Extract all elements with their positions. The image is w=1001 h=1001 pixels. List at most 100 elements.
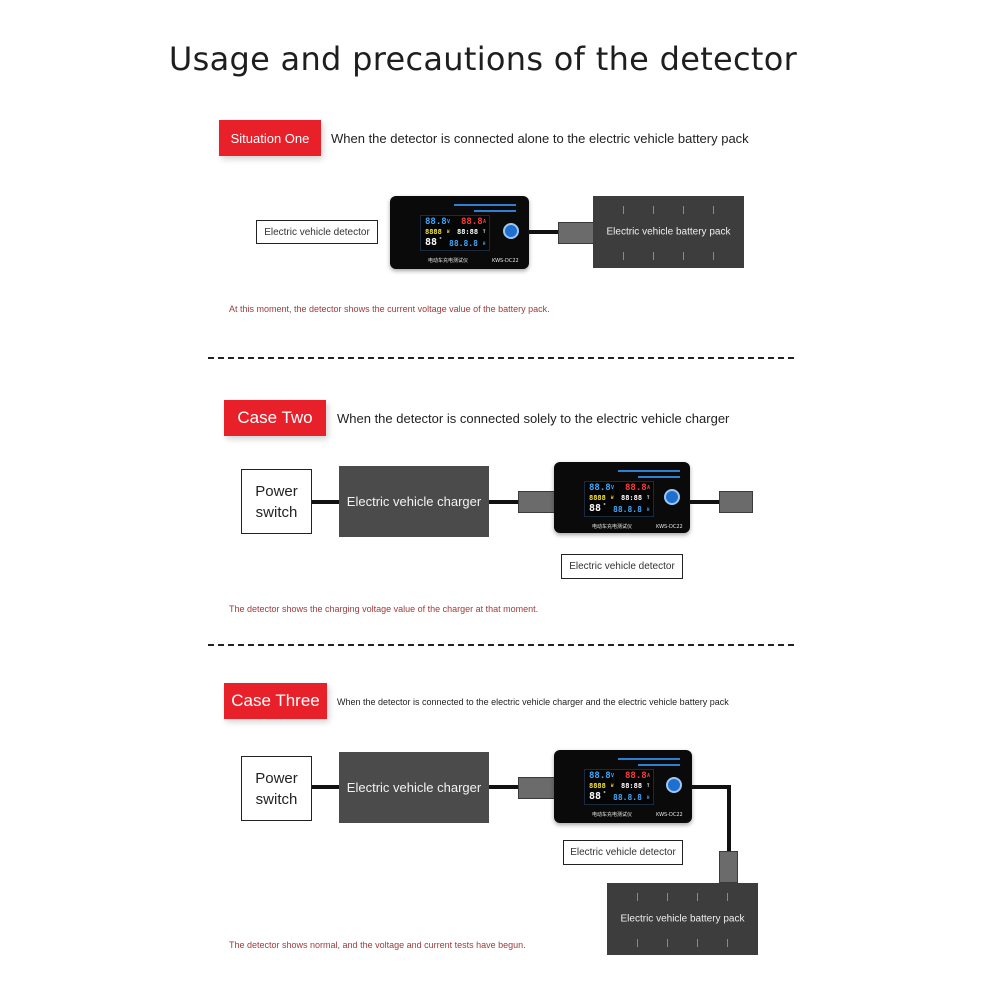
power-switch-line1: Power bbox=[255, 482, 298, 500]
battery-plug bbox=[719, 851, 738, 883]
cable bbox=[689, 500, 721, 504]
temperature-reading: 88 bbox=[425, 237, 438, 248]
charger: Electric vehicle charger bbox=[339, 466, 489, 537]
section-divider bbox=[208, 644, 794, 646]
power-reading: 8888 bbox=[589, 782, 606, 790]
detector-accent-line bbox=[454, 204, 516, 206]
detector-label: Electric vehicle detector bbox=[563, 840, 683, 865]
cell-marker bbox=[667, 893, 668, 901]
case-three-note: The detector shows normal, and the volta… bbox=[229, 940, 526, 950]
voltage-unit: V bbox=[611, 485, 615, 491]
voltage-reading: 88.8 bbox=[589, 483, 611, 493]
cable bbox=[312, 500, 340, 504]
power-unit: W bbox=[611, 783, 614, 788]
power-reading: 8888 bbox=[589, 494, 606, 502]
cell-marker bbox=[697, 939, 698, 947]
detector-button bbox=[666, 777, 682, 793]
cell-marker bbox=[713, 206, 714, 214]
capacity-unit: H bbox=[647, 507, 650, 512]
voltage-unit: V bbox=[447, 219, 451, 225]
section-divider bbox=[208, 357, 794, 359]
time-reading: 88:88 bbox=[621, 782, 643, 790]
detector-model: KWS-DC22 bbox=[492, 258, 519, 264]
detector-label: Electric vehicle detector bbox=[561, 554, 683, 579]
time-unit: T bbox=[647, 495, 650, 500]
cell-marker bbox=[653, 252, 654, 260]
cell-marker bbox=[667, 939, 668, 947]
cell-marker bbox=[727, 893, 728, 901]
current-unit: A bbox=[647, 485, 651, 491]
cable bbox=[727, 785, 731, 853]
cell-marker bbox=[697, 893, 698, 901]
detector-accent-line bbox=[638, 476, 680, 478]
power-switch-line1: Power bbox=[255, 769, 298, 787]
capacity-reading: 88.8.8 bbox=[613, 505, 642, 514]
case-two-note: The detector shows the charging voltage … bbox=[229, 604, 539, 614]
detector-chinese-label: 电动车充电测试仪 bbox=[428, 258, 469, 264]
charger: Electric vehicle charger bbox=[339, 752, 489, 823]
detector-button bbox=[664, 489, 680, 505]
current-reading: 88.8 bbox=[625, 483, 647, 493]
temperature-reading: 88 bbox=[589, 791, 602, 802]
temperature-reading: 88 bbox=[589, 503, 602, 514]
current-reading: 88.8 bbox=[625, 771, 647, 781]
power-switch: Power switch bbox=[241, 469, 312, 534]
power-switch: Power switch bbox=[241, 756, 312, 821]
detector-accent-line bbox=[618, 470, 680, 472]
detector-chinese-label: 电动车充电测试仪 bbox=[592, 812, 633, 818]
cell-marker bbox=[683, 206, 684, 214]
power-reading: 8888 bbox=[425, 228, 442, 236]
battery-label: Electric vehicle battery pack bbox=[606, 226, 731, 238]
detector-accent-line bbox=[474, 210, 516, 212]
temperature-unit: ° bbox=[603, 503, 607, 509]
case-two-tag: Case Two bbox=[224, 400, 326, 436]
detector-accent-line bbox=[618, 758, 680, 760]
situation-one-tag: Situation One bbox=[219, 120, 321, 156]
capacity-reading: 88.8.8 bbox=[449, 239, 478, 248]
cable bbox=[489, 785, 519, 789]
voltage-unit: V bbox=[611, 773, 615, 779]
cell-marker bbox=[653, 206, 654, 214]
battery-label: Electric vehicle battery pack bbox=[620, 913, 745, 925]
detector-button bbox=[503, 223, 519, 239]
battery-pack: Electric vehicle battery pack bbox=[593, 196, 744, 268]
power-unit: W bbox=[447, 229, 450, 234]
capacity-reading: 88.8.8 bbox=[613, 793, 642, 802]
case-two-description: When the detector is connected solely to… bbox=[337, 411, 730, 426]
temperature-unit: ° bbox=[603, 791, 607, 797]
cell-marker bbox=[637, 939, 638, 947]
time-reading: 88:88 bbox=[621, 494, 643, 502]
output-plug bbox=[719, 491, 753, 513]
current-unit: A bbox=[483, 219, 487, 225]
cell-marker bbox=[623, 252, 624, 260]
cell-marker bbox=[683, 252, 684, 260]
case-three-description: When the detector is connected to the el… bbox=[337, 697, 729, 707]
cable bbox=[528, 230, 560, 234]
power-switch-line2: switch bbox=[255, 503, 298, 521]
cable bbox=[691, 785, 731, 789]
time-unit: T bbox=[647, 783, 650, 788]
detector-model: KWS-DC22 bbox=[656, 524, 683, 530]
voltage-reading: 88.8 bbox=[425, 217, 447, 227]
cell-marker bbox=[623, 206, 624, 214]
cable bbox=[489, 500, 519, 504]
situation-one-note: At this moment, the detector shows the c… bbox=[229, 304, 550, 314]
current-unit: A bbox=[647, 773, 651, 779]
cell-marker bbox=[713, 252, 714, 260]
detector-label: Electric vehicle detector bbox=[256, 220, 378, 244]
detector-model: KWS-DC22 bbox=[656, 812, 683, 818]
capacity-unit: H bbox=[647, 795, 650, 800]
charger-plug bbox=[518, 491, 555, 513]
case-three-tag: Case Three bbox=[224, 683, 327, 719]
charger-plug bbox=[518, 777, 555, 799]
temperature-unit: ° bbox=[439, 237, 443, 243]
detector-accent-line bbox=[638, 764, 680, 766]
battery-plug bbox=[558, 222, 594, 244]
power-switch-line2: switch bbox=[255, 790, 298, 808]
cell-marker bbox=[637, 893, 638, 901]
